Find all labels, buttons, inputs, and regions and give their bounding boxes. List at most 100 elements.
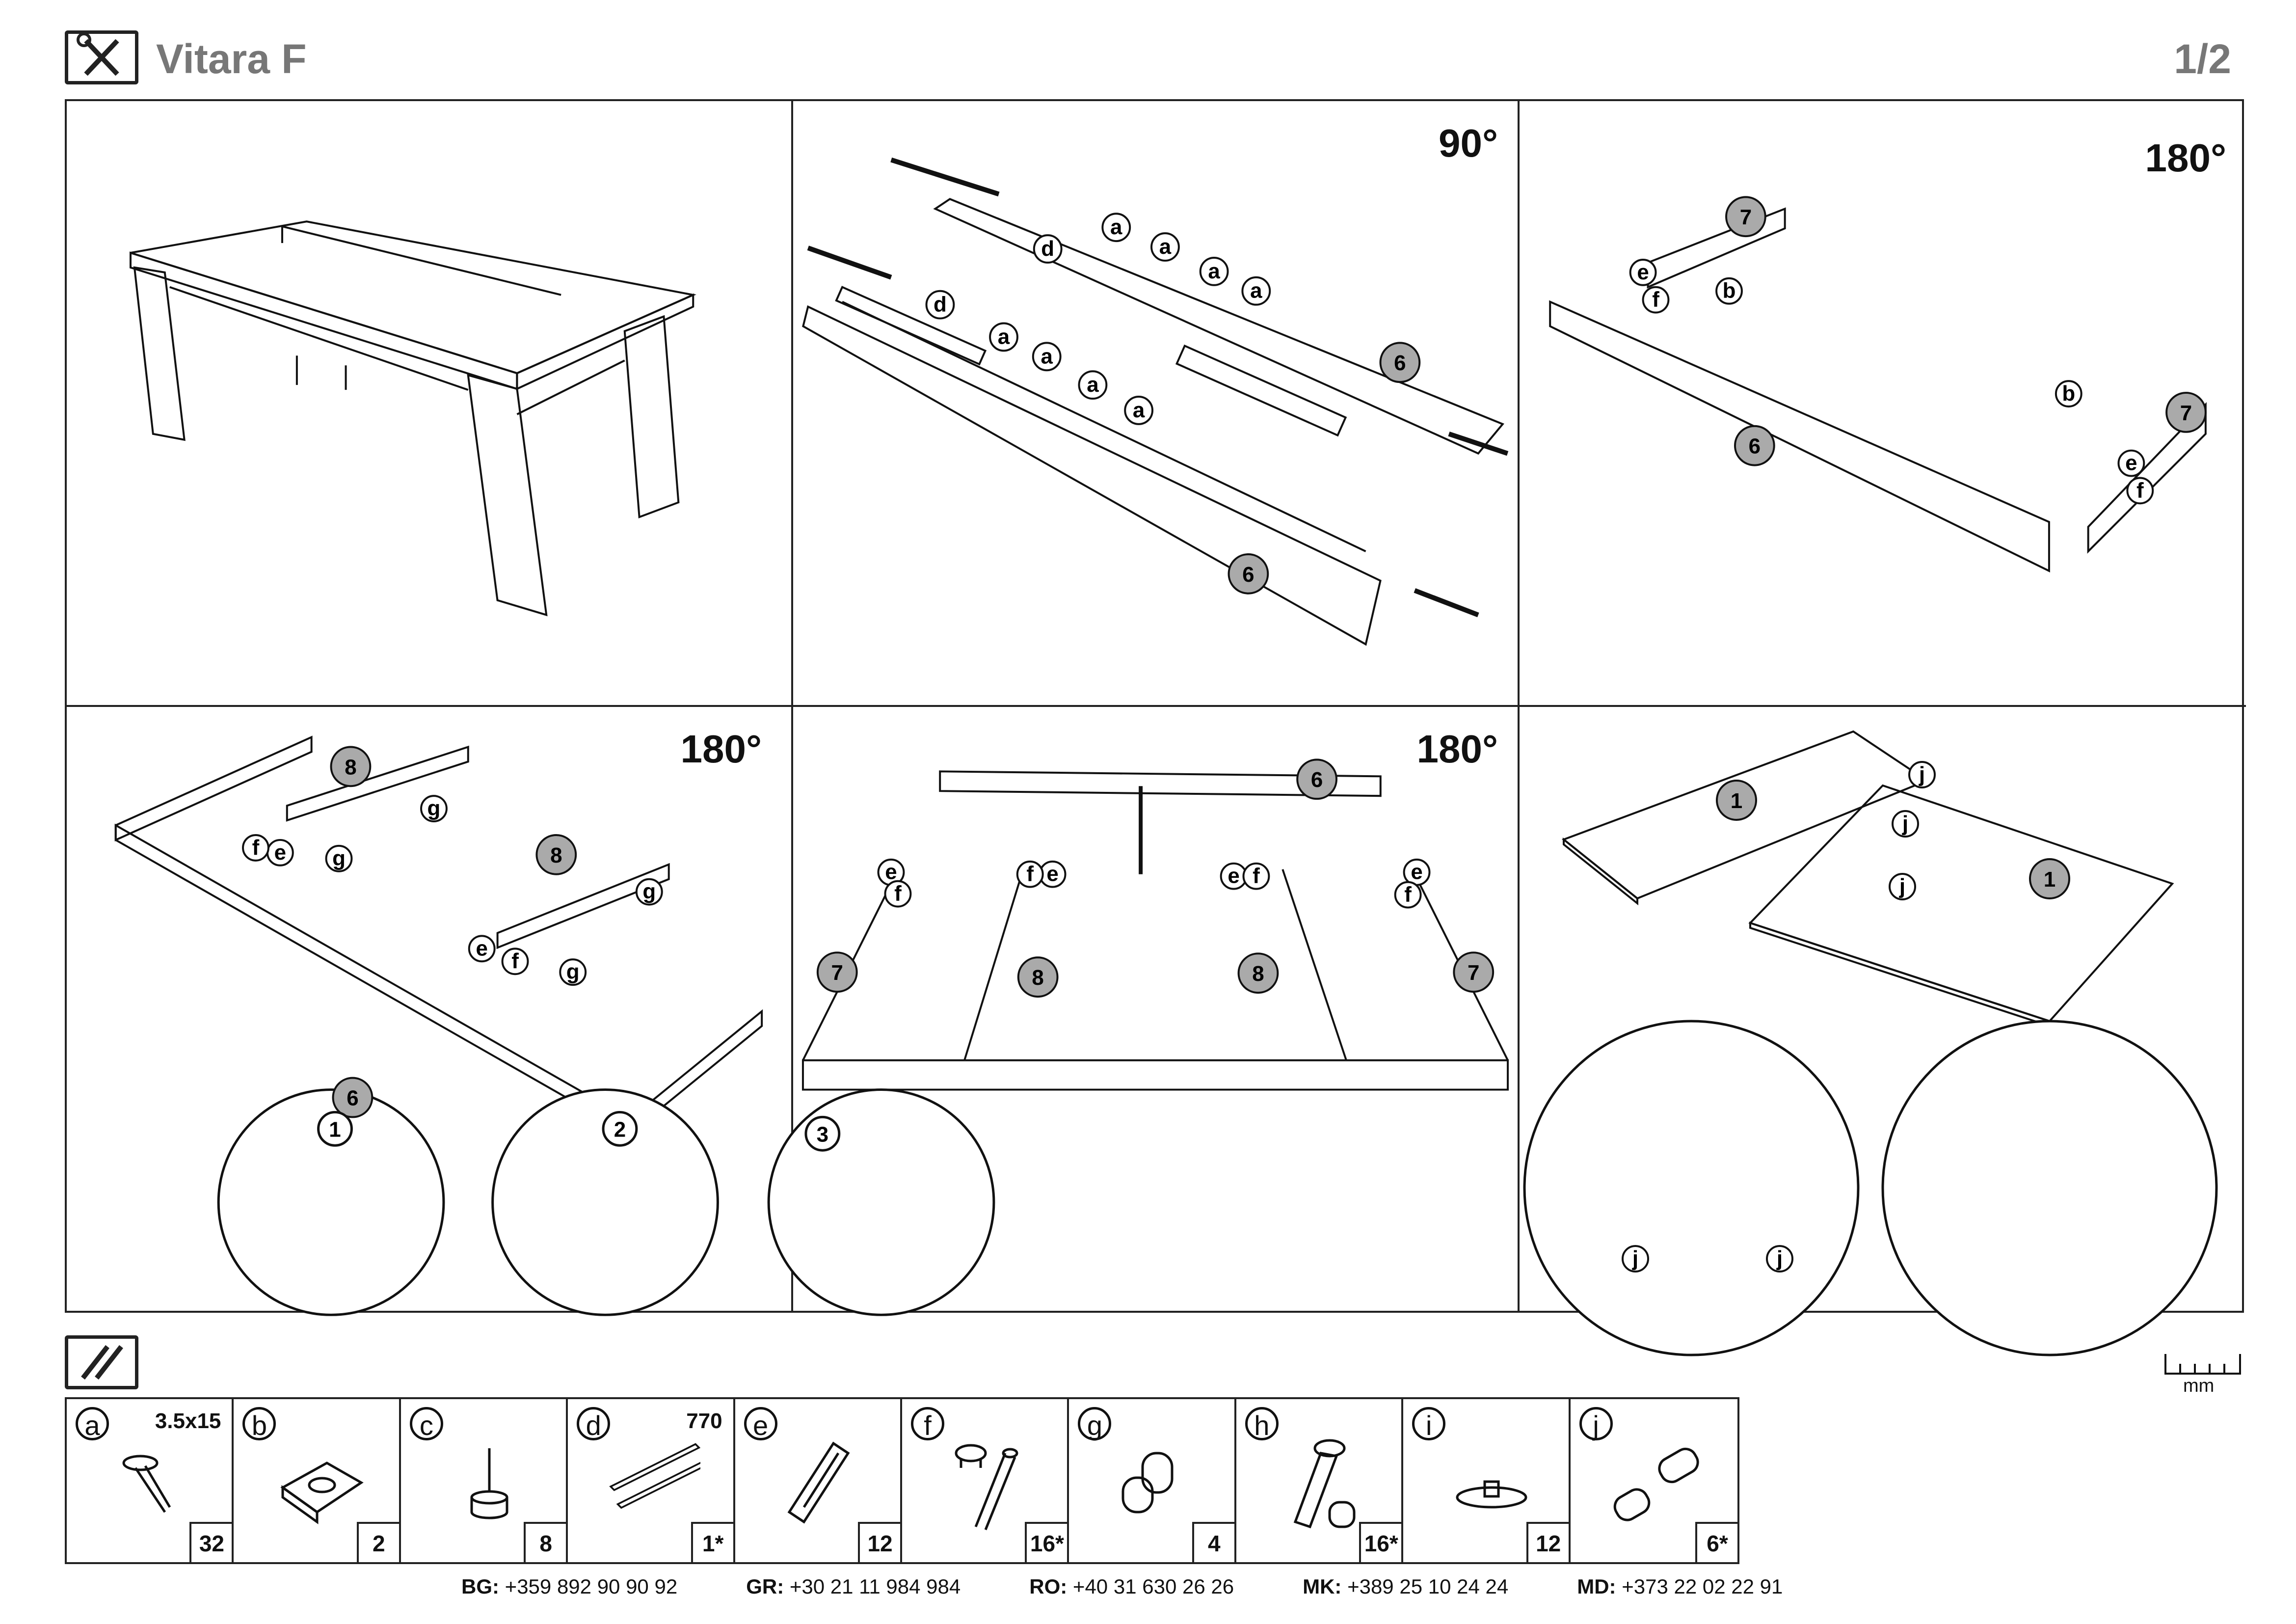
part-letter: h <box>1245 1407 1279 1441</box>
svg-text:f: f <box>1026 862 1034 886</box>
svg-text:8: 8 <box>345 755 356 779</box>
svg-text:6: 6 <box>1394 351 1406 375</box>
part-b: b 2 <box>234 1399 401 1562</box>
part-letter: j <box>1579 1407 1613 1441</box>
part-quantity: 16* <box>1359 1522 1402 1562</box>
svg-text:j: j <box>1919 762 1925 786</box>
svg-text:7: 7 <box>1740 205 1752 229</box>
part-i: i 12 <box>1403 1399 1571 1562</box>
svg-text:6: 6 <box>1242 563 1254 587</box>
rotate-180-label: 180° <box>1416 727 1498 771</box>
part-quantity: 1* <box>691 1522 733 1562</box>
part-letter: e <box>744 1407 777 1441</box>
svg-text:2: 2 <box>614 1117 626 1141</box>
part-quantity: 32 <box>189 1522 232 1562</box>
svg-text:f: f <box>1652 288 1659 312</box>
overview-panel <box>67 101 793 707</box>
part-f: f 16* <box>902 1399 1069 1562</box>
svg-text:g: g <box>642 880 656 904</box>
parts-icon <box>65 1335 138 1389</box>
contact-ro: RO: +40 31 630 26 26 <box>1029 1575 1234 1598</box>
svg-text:b: b <box>2062 381 2075 406</box>
part-quantity: 2 <box>356 1522 399 1562</box>
svg-text:f: f <box>2136 478 2144 502</box>
page-number: 1/2 <box>2174 36 2231 82</box>
rotate-180-label: 180° <box>680 727 762 771</box>
svg-text:j: j <box>1899 874 1905 898</box>
svg-text:f: f <box>1253 864 1260 888</box>
svg-text:e: e <box>1411 860 1422 884</box>
contact-mk: MK: +389 25 10 24 24 <box>1303 1575 1509 1598</box>
svg-text:6: 6 <box>1749 434 1761 459</box>
bolt-icon <box>1293 1439 1356 1529</box>
parts-table: a 3.5x15 32 b 2 c 8 d 770 1* e 12 f 16* … <box>65 1397 1739 1564</box>
cam-lock-icon <box>955 1444 1018 1530</box>
svg-text:a: a <box>1133 398 1145 422</box>
svg-text:a: a <box>1208 259 1220 283</box>
support-contacts: BG: +359 892 90 90 92 GR: +30 21 11 984 … <box>461 1575 2130 1604</box>
assembly-steps-grid: 90° a a a a a a a <box>65 99 2246 1356</box>
tools-icon <box>65 30 138 84</box>
part-quantity: 16* <box>1025 1522 1068 1562</box>
svg-text:f: f <box>894 882 902 906</box>
part-dimension: 770 <box>686 1409 722 1433</box>
ruler-unit-label: mm <box>2183 1376 2215 1396</box>
svg-text:f: f <box>511 949 519 973</box>
part-j: j 6* <box>1571 1399 1738 1562</box>
svg-text:7: 7 <box>1468 961 1479 985</box>
part-quantity: 6* <box>1695 1522 1738 1562</box>
part-dimension: 3.5x15 <box>155 1409 221 1433</box>
rotate-180-label: 180° <box>2145 136 2226 180</box>
svg-text:8: 8 <box>1252 962 1264 986</box>
product-title: Vitara F <box>156 36 307 82</box>
svg-text:j: j <box>1776 1246 1783 1271</box>
part-letter: c <box>409 1407 443 1441</box>
svg-text:g: g <box>566 960 580 984</box>
svg-text:a: a <box>1159 235 1172 259</box>
dowel-icon <box>787 1441 850 1524</box>
svg-text:6: 6 <box>1311 768 1323 792</box>
svg-text:a: a <box>1110 215 1122 239</box>
svg-text:g: g <box>332 846 346 870</box>
svg-text:e: e <box>476 936 488 960</box>
svg-text:d: d <box>934 293 947 317</box>
svg-text:a: a <box>1087 373 1099 397</box>
svg-text:e: e <box>1228 864 1239 888</box>
step-panel-sides: 180° 7 7 6 e f e f b b <box>1520 101 2246 707</box>
svg-text:j: j <box>1632 1246 1638 1271</box>
svg-text:6: 6 <box>347 1086 358 1110</box>
screw-icon <box>122 1455 171 1513</box>
svg-text:7: 7 <box>2180 401 2192 425</box>
part-letter: d <box>577 1407 611 1441</box>
step-panel-rails: 90° a a a a a a a <box>793 101 1520 707</box>
part-g: g 4 <box>1069 1399 1236 1562</box>
svg-text:f: f <box>252 836 260 860</box>
svg-text:g: g <box>427 796 441 820</box>
part-e: e 12 <box>735 1399 903 1562</box>
svg-text:e: e <box>1046 862 1058 886</box>
svg-text:a: a <box>1041 344 1053 368</box>
bracket-icon <box>280 1462 364 1524</box>
part-quantity: 12 <box>1526 1522 1569 1562</box>
part-letter: b <box>242 1407 276 1441</box>
part-d: d 770 1* <box>568 1399 735 1562</box>
drawer-rail-icon <box>609 1443 701 1509</box>
part-quantity: 4 <box>1192 1522 1234 1562</box>
ruler-icon <box>2163 1349 2242 1388</box>
washer-icon <box>1456 1480 1527 1509</box>
step-panel-frame: 180° 8 8 6 g g g g e e <box>67 707 793 1316</box>
inset-1 <box>217 1088 445 1316</box>
svg-text:1: 1 <box>1731 789 1742 813</box>
part-h: h 16* <box>1236 1399 1404 1562</box>
detail-connector-circle <box>1523 1020 1860 1356</box>
svg-text:e: e <box>1637 260 1649 284</box>
part-quantity: 8 <box>524 1522 566 1562</box>
contact-gr: GR: +30 21 11 984 984 <box>746 1575 961 1598</box>
svg-text:7: 7 <box>831 961 843 985</box>
step-panel-top: 1 1 j j j j j <box>1520 707 2246 1356</box>
inset-2 <box>491 1088 719 1316</box>
svg-text:j: j <box>1902 812 1908 836</box>
top-illustration: 1 1 j j j j j <box>1523 730 2218 1356</box>
svg-text:8: 8 <box>550 843 562 867</box>
svg-text:3: 3 <box>817 1122 828 1146</box>
